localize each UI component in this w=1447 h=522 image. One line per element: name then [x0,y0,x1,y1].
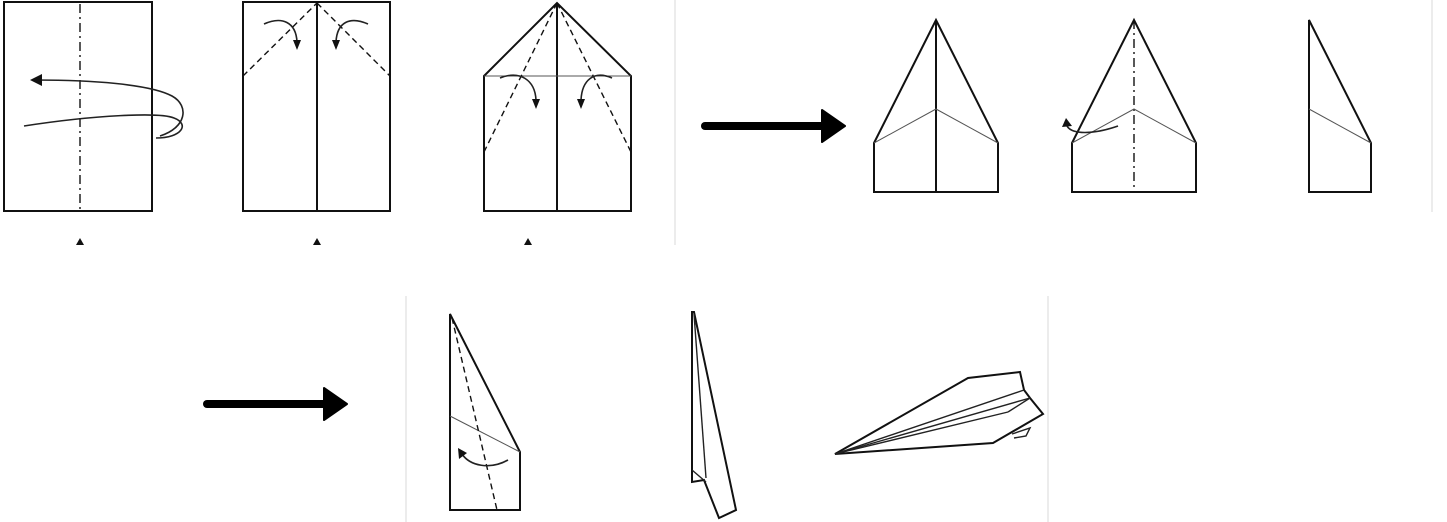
step-3-fold-edges-to-center-icon [483,1,632,245]
step-7-fold-wing-down-icon [449,313,521,511]
arrow-right-icon [701,109,846,143]
top-left-panel [0,0,675,245]
step-6-half-side-view-icon [1308,19,1372,193]
step-4-folded-point-icon [873,17,999,193]
step-2-fold-top-corners-icon [242,1,391,245]
step-8-folded-wing-side-view-icon [691,311,738,520]
step-1-fold-in-half-lengthwise-icon [3,1,184,245]
arrow-right-icon [203,387,348,421]
step-5-fold-in-half-icon [1062,17,1197,193]
top-right-panel [866,0,1432,212]
step-9-finished-paper-airplane-icon [834,370,1045,455]
